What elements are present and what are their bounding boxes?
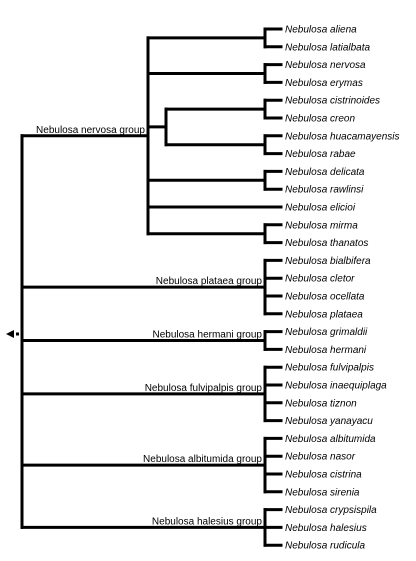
group-label: Nebulosa albitumida group — [143, 454, 262, 465]
taxon-label: Nebulosa latialbata — [285, 42, 370, 53]
tree-branches — [20, 27, 283, 547]
group-label: Nebulosa fulvipalpis group — [145, 383, 263, 394]
taxon-label: Nebulosa elicioi — [285, 203, 356, 214]
arrow-left-icon — [6, 330, 14, 338]
root-marker — [6, 330, 19, 338]
taxon-label: Nebulosa mirma — [285, 220, 358, 231]
taxon-label: Nebulosa grimaldii — [285, 327, 368, 338]
taxon-label: Nebulosa nervosa — [285, 60, 366, 71]
taxon-label: Nebulosa bialbifera — [285, 256, 371, 267]
taxon-label: Nebulosa albitumida — [285, 434, 376, 445]
taxon-label: Nebulosa erymas — [285, 78, 363, 89]
taxon-label: Nebulosa thanatos — [285, 238, 368, 249]
taxon-label: Nebulosa cistrinoides — [285, 96, 380, 107]
taxon-label: Nebulosa inaequiplaga — [285, 381, 387, 392]
taxon-label: Nebulosa halesius — [285, 523, 367, 534]
taxon-label: Nebulosa yanayacu — [285, 416, 373, 427]
taxon-label: Nebulosa cletor — [285, 274, 355, 285]
group-label: Nebulosa halesius group — [152, 516, 263, 527]
taxon-label: Nebulosa fulvipalpis — [285, 363, 374, 374]
taxon-label: Nebulosa huacamayensis — [285, 131, 400, 142]
taxon-label: Nebulosa plataea — [285, 309, 363, 320]
taxon-label: Nebulosa creon — [285, 114, 355, 125]
taxon-label: Nebulosa nasor — [285, 452, 356, 463]
group-label: Nebulosa plataea group — [156, 276, 263, 287]
taxon-label: Nebulosa rabae — [285, 149, 356, 160]
taxon-label: Nebulosa delicata — [285, 167, 365, 178]
taxon-label: Nebulosa tiznon — [285, 398, 357, 409]
taxon-label: Nebulosa cistrina — [285, 470, 362, 481]
taxon-label: Nebulosa aliena — [285, 25, 357, 36]
taxon-label: Nebulosa crypsispila — [285, 505, 377, 516]
group-label: Nebulosa hermani group — [152, 330, 262, 341]
taxon-label: Nebulosa ocellata — [285, 292, 365, 303]
taxon-label: Nebulosa sirenia — [285, 487, 360, 498]
taxon-label: Nebulosa rawlinsi — [285, 185, 364, 196]
taxon-label: Nebulosa rudicula — [285, 541, 365, 552]
group-label: Nebulosa nervosa group — [36, 125, 145, 136]
taxon-label: Nebulosa hermani — [285, 345, 367, 356]
